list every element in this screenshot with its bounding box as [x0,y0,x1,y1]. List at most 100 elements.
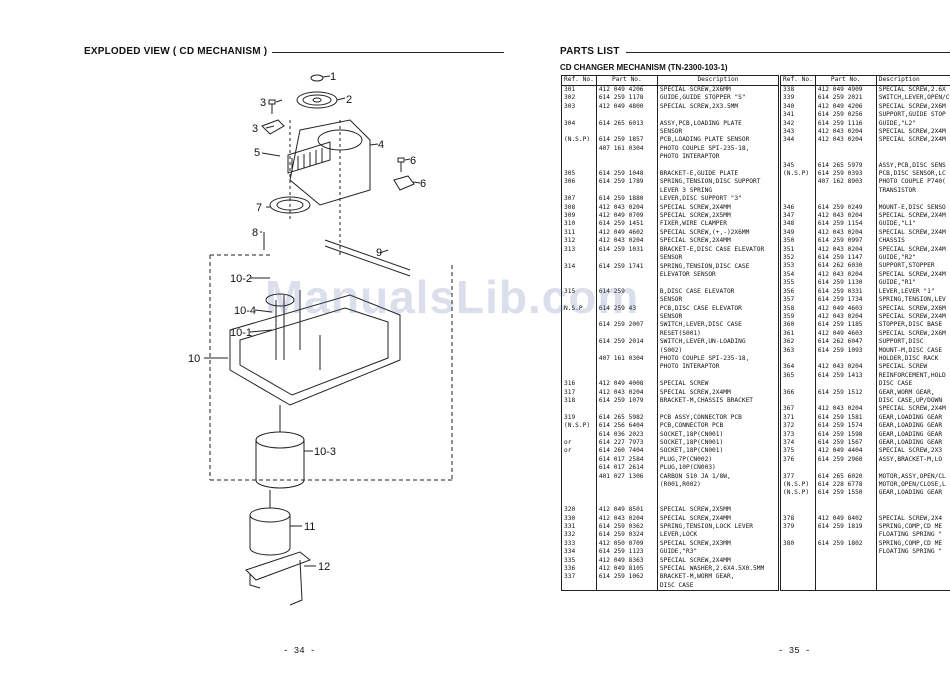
callout-3b: 6 [410,155,416,167]
description-cell: SPECIAL SCREW,2X3MM [656,539,780,549]
description-cell: GEAR,LOADING GEAR [875,430,950,440]
callout-1: 1 [330,71,336,83]
ref-no-cell: 380 [780,539,816,549]
description-cell: SUPPORT,STOPPER [875,262,950,271]
description-cell: SUPPORT,GUIDE STOP [875,111,950,120]
ref-no-cell: 354 [780,270,816,280]
part-no-cell [595,111,658,120]
ref-no-cell: or [561,438,597,448]
description-cell: SPECIAL SCREW,2X6M [875,102,950,112]
ref-no-cell: 319 [561,413,597,423]
table-row [561,111,780,120]
part-no-cell: 614 259 1116 [814,119,877,129]
part-no-cell [595,270,658,280]
part-no-cell: 412 043 0204 [595,388,658,397]
part-no-cell [595,346,658,355]
description-cell: SPECIAL WASHER,2.6X4.5X0.5MM [656,565,780,574]
table-row: SENSOR [561,296,780,305]
ref-no-cell [780,195,816,204]
description-cell [875,565,950,574]
description-cell: SPECIAL SCREW,2X4MM [656,388,780,397]
part-no-cell: 614 259 1741 [595,262,658,271]
description-cell: SENSOR [656,312,780,322]
part-no-cell: 614 259 1550 [814,489,877,498]
ref-no-cell: 363 [780,346,816,355]
description-cell: SPECIAL SCREW,2X4MM [656,203,780,213]
description-cell: SPECIAL SCREW,2X6M [875,329,950,339]
ref-no-cell: 332 [561,531,597,540]
part-no-cell: 412 049 4603 [814,304,877,313]
ref-no-cell [561,464,597,473]
part-no-cell [814,565,877,574]
description-cell: BRACKET-E,DISC CASE ELEVATOR [656,245,780,255]
description-cell [656,161,780,171]
part-no-cell: 412 049 4008 [595,380,658,389]
ref-no-cell: 358 [780,304,816,313]
part-no-cell: 614 259 1079 [595,396,658,406]
description-cell: LEVER,LEVER "1" [875,287,950,297]
ref-no-cell: 303 [561,102,597,112]
ref-no-cell: 348 [780,220,816,229]
table-row [780,464,950,473]
part-no-cell: 412 049 4800 [595,102,658,112]
description-cell: SPECIAL SCREW,2X4M [875,228,950,238]
description-cell: SPECIAL SCREW,2.6X [875,85,950,95]
ref-no-cell: 378 [780,514,816,524]
ref-no-cell [780,573,816,582]
table-row [561,497,780,507]
ref-no-cell [561,111,597,120]
description-cell: PCB ASSY,CONNECTOR PCB [656,413,780,423]
part-no-cell [595,329,658,339]
callout-11: 11 [304,521,315,533]
description-cell: SPECIAL SCREW,(+,-)2X6MM [656,228,780,238]
part-no-cell [595,186,658,196]
description-cell: GEAR,LOADING GEAR [875,439,950,448]
part-no-cell: 614 259 1819 [814,523,877,532]
description-cell: MOTOR,ASSY,OPEN/CL [875,472,950,482]
description-cell: DISC CASE [656,581,780,592]
ref-no-cell: 305 [561,170,597,179]
ref-no-cell: 372 [780,422,816,431]
ref-no-cell: 371 [780,413,816,423]
table-row: FLOATING SPRING " [780,531,950,540]
parts-list-subtitle: CD CHANGER MECHANISM (TN-2300-103-1) [560,63,728,72]
part-no-cell [814,396,877,406]
part-no-cell [595,581,658,592]
description-cell [656,489,780,498]
part-no-cell: 614 259 1789 [595,178,658,187]
part-no-cell: 614 259 1147 [814,254,877,263]
description-cell: PHOTO INTERAPTOR [656,153,780,162]
part-no-cell [814,354,877,364]
ref-no-cell: 333 [561,539,597,549]
part-no-cell: 412 043 0204 [595,203,658,213]
part-no-cell: 614 259 1123 [595,548,658,557]
ref-no-cell [780,556,816,566]
callout-6: 3 [252,123,258,135]
ref-no-cell: 364 [780,363,816,372]
part-no-cell: 614 259 1154 [814,220,877,229]
description-cell: PCB,LOADING PLATE SENSOR [656,136,780,145]
ref-no-cell [561,354,597,364]
description-cell: PCB,CONNECTOR PCB [656,422,780,431]
description-cell: PHOTO COUPLE SPI-235-18, [656,354,780,364]
description-cell: SENSOR [656,296,780,305]
description-cell: MOUNT-M,DISC CASE [875,346,950,355]
